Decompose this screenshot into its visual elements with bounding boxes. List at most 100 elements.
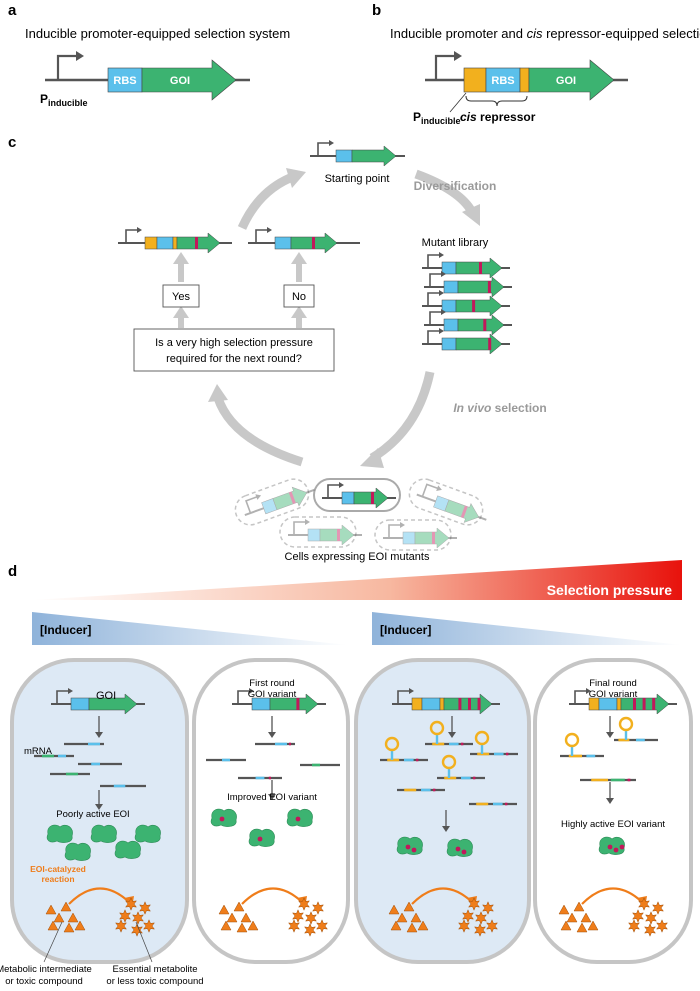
rbs-box: [441, 337, 457, 351]
panel-c-letter: c: [8, 134, 16, 151]
enzyme-blob: [114, 840, 141, 859]
cell-contents: [34, 688, 677, 937]
product-star-icon: [474, 923, 486, 937]
substrate-triangle-icon: [236, 922, 248, 933]
mutant-library: [422, 252, 512, 355]
product-star-icon: [652, 901, 664, 915]
substrate-triangle-icon: [406, 922, 418, 933]
cell4-title-line-1: Final round: [589, 678, 637, 689]
gene-construct: [51, 688, 145, 715]
goi-arrow: [457, 276, 505, 298]
repressor-label: cis repressor: [460, 110, 536, 124]
substrate-triangle-icon: [580, 912, 592, 923]
hairpin-loop: [618, 716, 634, 732]
mutation-dot: [619, 844, 625, 850]
mutation-mark: [460, 505, 468, 518]
mutation-mark: [477, 698, 481, 710]
product-star-icon: [312, 901, 324, 915]
cycle-arrowhead-icon: [462, 204, 480, 226]
promoter-label: Pinducible: [413, 110, 461, 126]
down-arrowhead-icon: [268, 794, 276, 800]
rbs-box: [441, 261, 457, 275]
substrate-triangle-icon: [240, 912, 252, 923]
cell-3: [354, 658, 531, 964]
cycle-arrow-selection: [369, 371, 435, 462]
product-star-icon: [292, 909, 304, 923]
hairpin-loop: [384, 736, 400, 752]
cell-1: [10, 658, 189, 964]
goi-label: GOI: [556, 75, 576, 87]
down-arrowhead-icon: [448, 732, 456, 738]
reaction-arrow: [68, 887, 130, 905]
cell4-title-line-2: GOI variant: [589, 689, 638, 700]
promoter-arrowhead-icon: [400, 522, 405, 528]
promoter-arrow-icon: [245, 495, 258, 514]
decision-arrows: [173, 252, 307, 328]
product-star-icon: [632, 909, 644, 923]
gene-construct: [383, 522, 457, 549]
starting-point-label: Starting point: [325, 173, 390, 185]
cycle-arrowhead-icon: [360, 448, 384, 468]
mutation-dot: [295, 816, 301, 822]
reaction-arrow: [411, 887, 473, 905]
rbs-label: RBS: [491, 75, 514, 87]
promoter-arrowhead-icon: [454, 51, 462, 61]
substrate-label-line-1: Metabolic intermediate: [0, 964, 92, 975]
product-star-icon: [132, 911, 144, 925]
substrate-triangle-icon: [587, 920, 599, 931]
mutation-dot: [405, 844, 411, 850]
cell2-title-line-1: First round: [249, 678, 294, 689]
repressor-bracket: [465, 95, 528, 107]
enzyme-blob: [134, 824, 161, 843]
inducer-wedge-2: [372, 612, 682, 645]
panel-a: a Inducible promoter-equipped selection …: [8, 2, 290, 108]
product-label-line-1: Essential metabolite: [112, 964, 197, 975]
in-vivo-selection-label: In vivo selection: [453, 401, 546, 415]
mutant-library-label: Mutant library: [422, 237, 489, 249]
product-star-icon: [482, 901, 494, 915]
product-star-icon: [304, 923, 316, 937]
no-box: [283, 284, 315, 308]
promoter-arrowhead-icon: [439, 328, 444, 334]
cycle-arrowhead-icon: [286, 168, 306, 188]
substrate-triangle-icon: [558, 904, 570, 915]
panel-d-letter: d: [8, 563, 17, 580]
starting-construct: [310, 140, 405, 167]
product-label-line-2: or less toxic compound: [106, 976, 203, 987]
mutation-mark: [296, 698, 300, 710]
substrate-triangle-icon: [410, 912, 422, 923]
gene-construct: [416, 483, 487, 523]
substrate-triangle-icon: [388, 904, 400, 915]
cell-capsule: [279, 516, 362, 548]
substrate-triangle-icon: [560, 920, 572, 931]
reaction-label-line-2: reaction: [41, 874, 74, 884]
cell1-enzyme-label: Poorly active EOI: [56, 809, 129, 820]
substrate-triangle-icon: [63, 922, 75, 933]
rbs-label: RBS: [113, 75, 136, 87]
rbs-box: [443, 318, 459, 332]
mutation-mark: [652, 698, 656, 710]
product-star-icon: [645, 911, 657, 925]
gene-construct: [422, 290, 510, 317]
enzyme-blob: [90, 824, 117, 843]
yes-label: Yes: [172, 291, 190, 303]
product-star-icon: [115, 919, 127, 933]
rbs-box: [70, 697, 90, 711]
substrate-triangle-icon: [226, 912, 238, 923]
panel-b: b Inducible promoter and cis repressor-e…: [372, 2, 700, 126]
cell1-mrna-label: mRNA: [24, 746, 53, 757]
mutation-mark: [488, 338, 492, 350]
mutation-mark: [483, 319, 487, 331]
goi-arrow: [141, 59, 237, 101]
product-star-icon: [638, 897, 650, 911]
promoter-label: Pinducible: [40, 92, 88, 108]
cycle-arrow-back: [213, 396, 304, 467]
gene-construct: [288, 519, 362, 546]
repressor-left-box: [463, 67, 487, 93]
hairpin-loop: [474, 730, 490, 746]
cycle-arrows: [213, 169, 476, 467]
panel-a-letter: a: [8, 2, 17, 19]
mutation-dot: [455, 846, 461, 852]
product-star-icon: [288, 919, 300, 933]
